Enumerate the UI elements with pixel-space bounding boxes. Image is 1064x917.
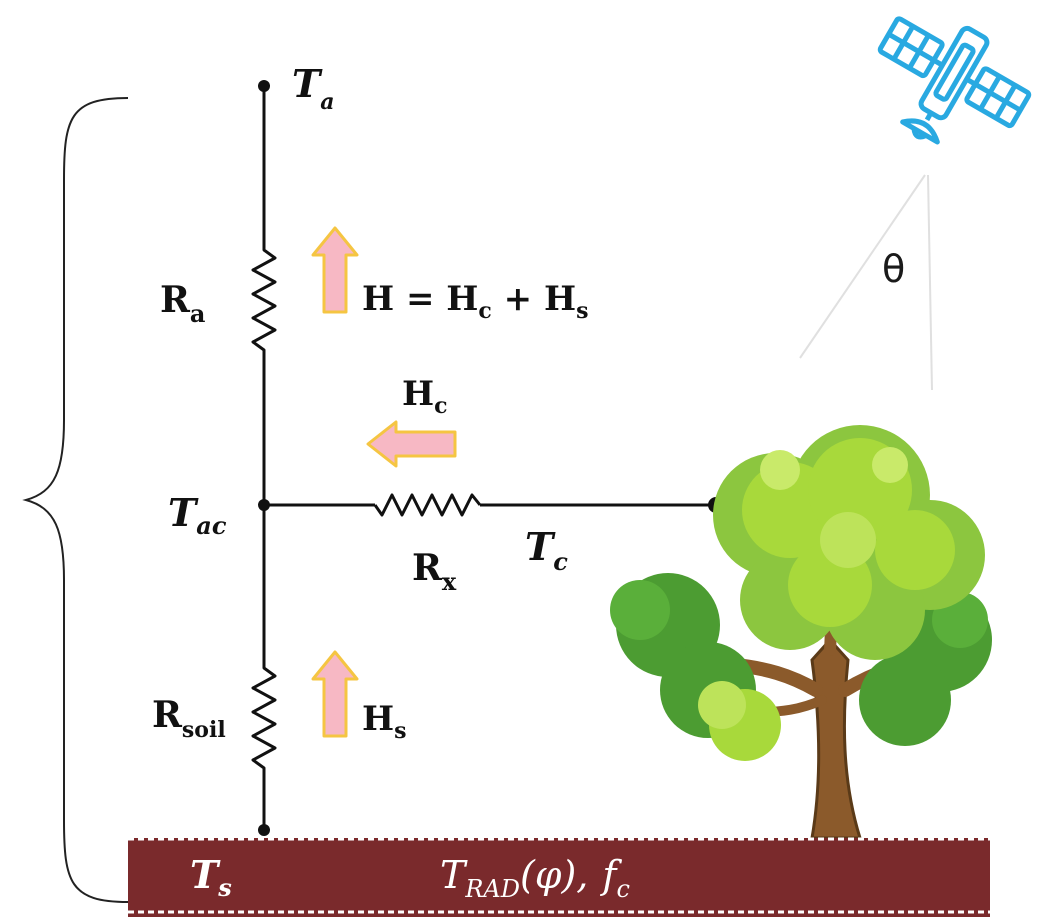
left-curly-brace: [22, 97, 129, 903]
resistor-ra: [251, 242, 277, 352]
ground-band: [128, 838, 990, 917]
label-ta: Ta: [292, 61, 335, 115]
label-hs: Hs: [362, 699, 407, 744]
up-arrow-icon: [311, 650, 359, 738]
resistor-rx: [373, 493, 482, 517]
tree-icon: [610, 425, 992, 840]
resistor-rsoil: [251, 660, 277, 770]
view-line-right: [927, 174, 933, 391]
label-rsoil: Rsoil: [152, 694, 226, 743]
label-tac: Tac: [168, 490, 227, 540]
node-ta: [258, 80, 270, 92]
view-line-left: [799, 174, 926, 359]
label-hc: Hc: [402, 374, 448, 419]
satellite-icon: [877, 16, 1032, 145]
label-tc: Tc: [525, 524, 568, 576]
label-rx: Rx: [412, 547, 457, 596]
label-theta: θ: [882, 247, 905, 291]
label-h-total: H = Hc + Hs: [362, 279, 589, 324]
node-tac: [258, 499, 270, 511]
label-ra: Ra: [160, 279, 205, 328]
label-ts: Ts: [190, 852, 232, 902]
left-arrow-icon: [366, 420, 457, 468]
node-ts: [258, 824, 270, 836]
up-arrow-icon: [311, 226, 359, 314]
